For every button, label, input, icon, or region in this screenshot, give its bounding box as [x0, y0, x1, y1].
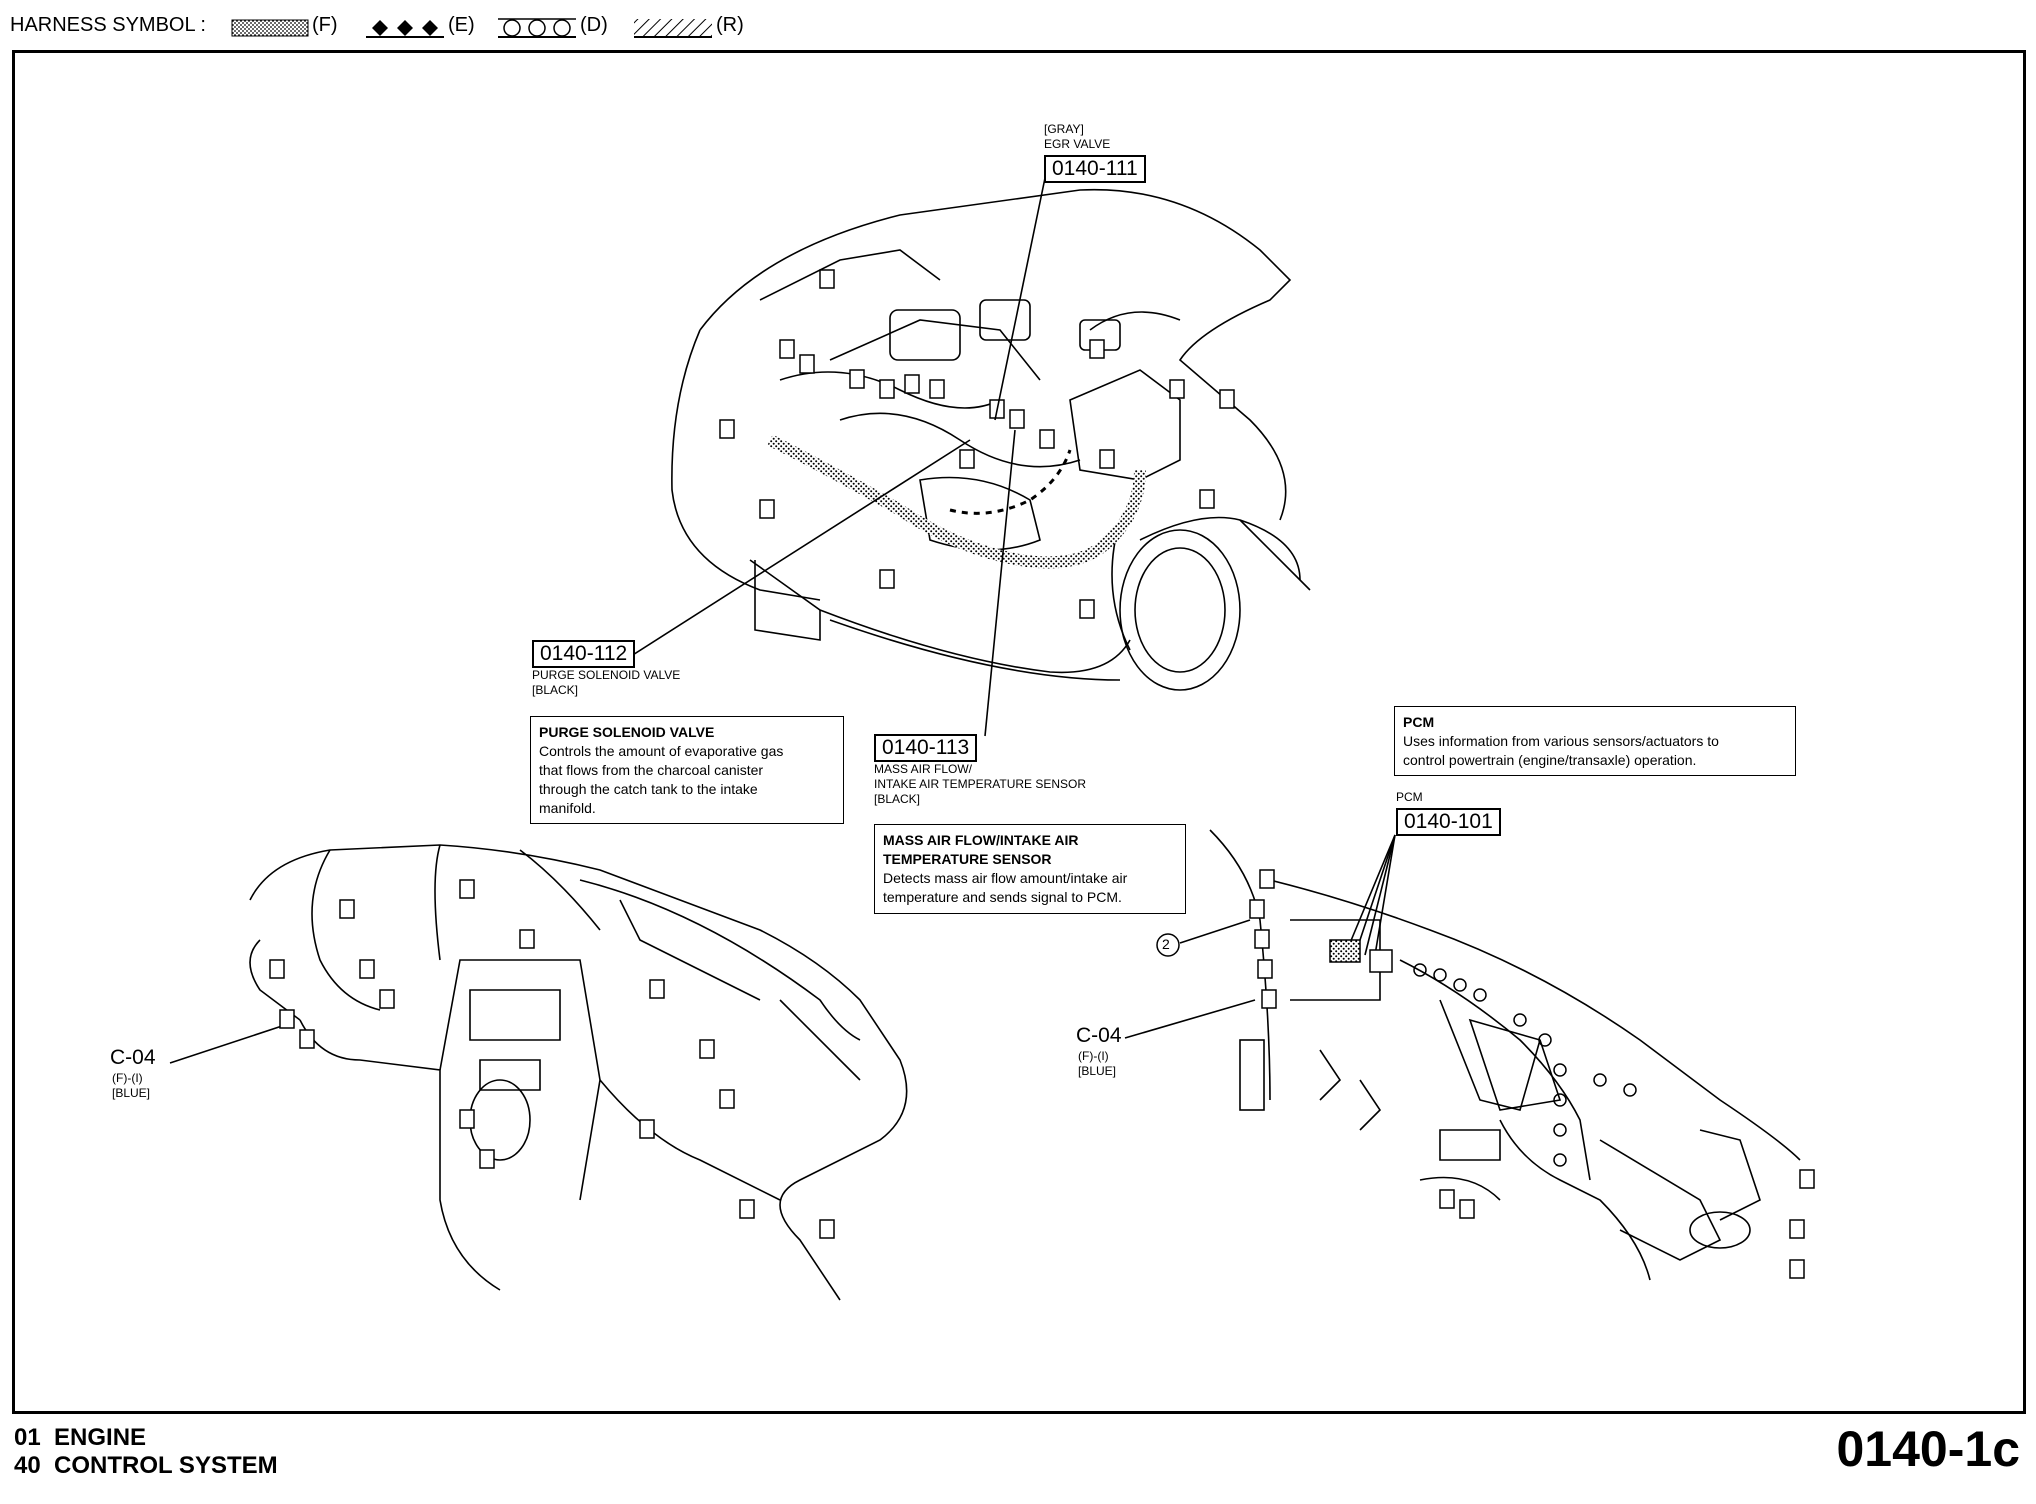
symbol-code-f: (F) [312, 14, 338, 36]
connector-code-0140-111: 0140-111 [1044, 155, 1146, 183]
maf-color-label: [BLACK] [874, 792, 921, 806]
callout-c04-left-sub: (F)-(I) [112, 1071, 143, 1085]
swatch-diamond [366, 20, 444, 38]
purge-desc-line: through the catch tank to the intake [539, 781, 758, 797]
diagram-frame [12, 50, 2026, 1414]
purge-desc-line: that flows from the charcoal canister [539, 762, 764, 778]
maf-desc-line: temperature and sends signal to PCM. [883, 889, 1122, 905]
maf-desc-title-2: TEMPERATURE SENSOR [883, 851, 1052, 867]
page-number: 0140-1c [1836, 1421, 2021, 1477]
swatch-circle [498, 18, 576, 38]
pcm-desc-line: control powertrain (engine/transaxle) op… [1403, 752, 1697, 768]
egr-name-label: EGR VALVE [1044, 137, 1111, 151]
connector-code-0140-101: 0140-101 [1396, 808, 1501, 836]
maf-name-line1: MASS AIR FLOW/ [874, 762, 973, 776]
footer-line2-num: 40 [14, 1452, 41, 1479]
symbol-code-d: (D) [580, 14, 608, 36]
purge-desc-title: PURGE SOLENOID VALVE [539, 724, 715, 740]
harness-symbol-swatches [231, 18, 712, 38]
maf-desc-title-1: MASS AIR FLOW/INTAKE AIR [883, 832, 1079, 848]
pcm-name-label: PCM [1396, 790, 1423, 804]
dashboard-right-connectors [1249, 869, 1815, 1279]
purge-description-box: PURGE SOLENOID VALVE Controls the amount… [530, 716, 844, 824]
pcm-description-box: PCM Uses information from various sensor… [1394, 706, 1796, 776]
leader-lines [169, 177, 1396, 1064]
engine-connectors [719, 269, 1235, 619]
dashboard-left-drawing [249, 844, 908, 1301]
footer-line2-text: CONTROL SYSTEM [54, 1452, 278, 1479]
egr-color-label: [GRAY] [1044, 122, 1084, 136]
pcm-desc-title: PCM [1403, 714, 1435, 730]
harness-circle-route [1413, 963, 1637, 1167]
swatch-hatched [634, 19, 712, 38]
connector-code-0140-113: 0140-113 [874, 734, 978, 762]
purge-desc-line: Controls the amount of evaporative gas [539, 743, 784, 759]
callout-c04-left-color: [BLUE] [112, 1086, 151, 1100]
maf-desc-line: Detects mass air flow amount/intake air [883, 870, 1128, 886]
purge-name-label: PURGE SOLENOID VALVE [532, 668, 681, 682]
purge-color-label: [BLACK] [532, 683, 579, 697]
footer-section: 01 ENGINE 40 CONTROL SYSTEM [14, 1424, 278, 1480]
callout-c04-right-sub: (F)-(I) [1078, 1049, 1109, 1063]
callout-c04-right: C-04 [1076, 1024, 1122, 1047]
footer-line1-text: ENGINE [54, 1424, 147, 1451]
swatch-dotted [231, 19, 309, 37]
circle-marker-text: 2 [1162, 936, 1170, 952]
maf-name-line2: INTAKE AIR TEMPERATURE SENSOR [874, 777, 1087, 791]
dashboard-right-drawing [1209, 829, 1801, 1281]
connector-code-0140-112: 0140-112 [532, 640, 636, 668]
footer-line1-num: 01 [14, 1424, 41, 1451]
maf-description-box: MASS AIR FLOW/INTAKE AIR TEMPERATURE SEN… [874, 824, 1186, 914]
callout-c04-left: C-04 [110, 1046, 156, 1069]
purge-desc-line: manifold. [539, 800, 596, 816]
symbol-code-r: (R) [716, 14, 744, 36]
pcm-desc-line: Uses information from various sensors/ac… [1403, 733, 1719, 749]
circle-marker-2 [1156, 933, 1180, 957]
harness-dotted [767, 434, 1146, 569]
harness-symbol-label: HARNESS SYMBOL : [10, 14, 206, 36]
engine-bay-drawing [671, 188, 1311, 691]
dashboard-left-connectors [269, 879, 835, 1239]
symbol-code-e: (E) [448, 14, 475, 36]
callout-c04-right-color: [BLUE] [1078, 1064, 1117, 1078]
